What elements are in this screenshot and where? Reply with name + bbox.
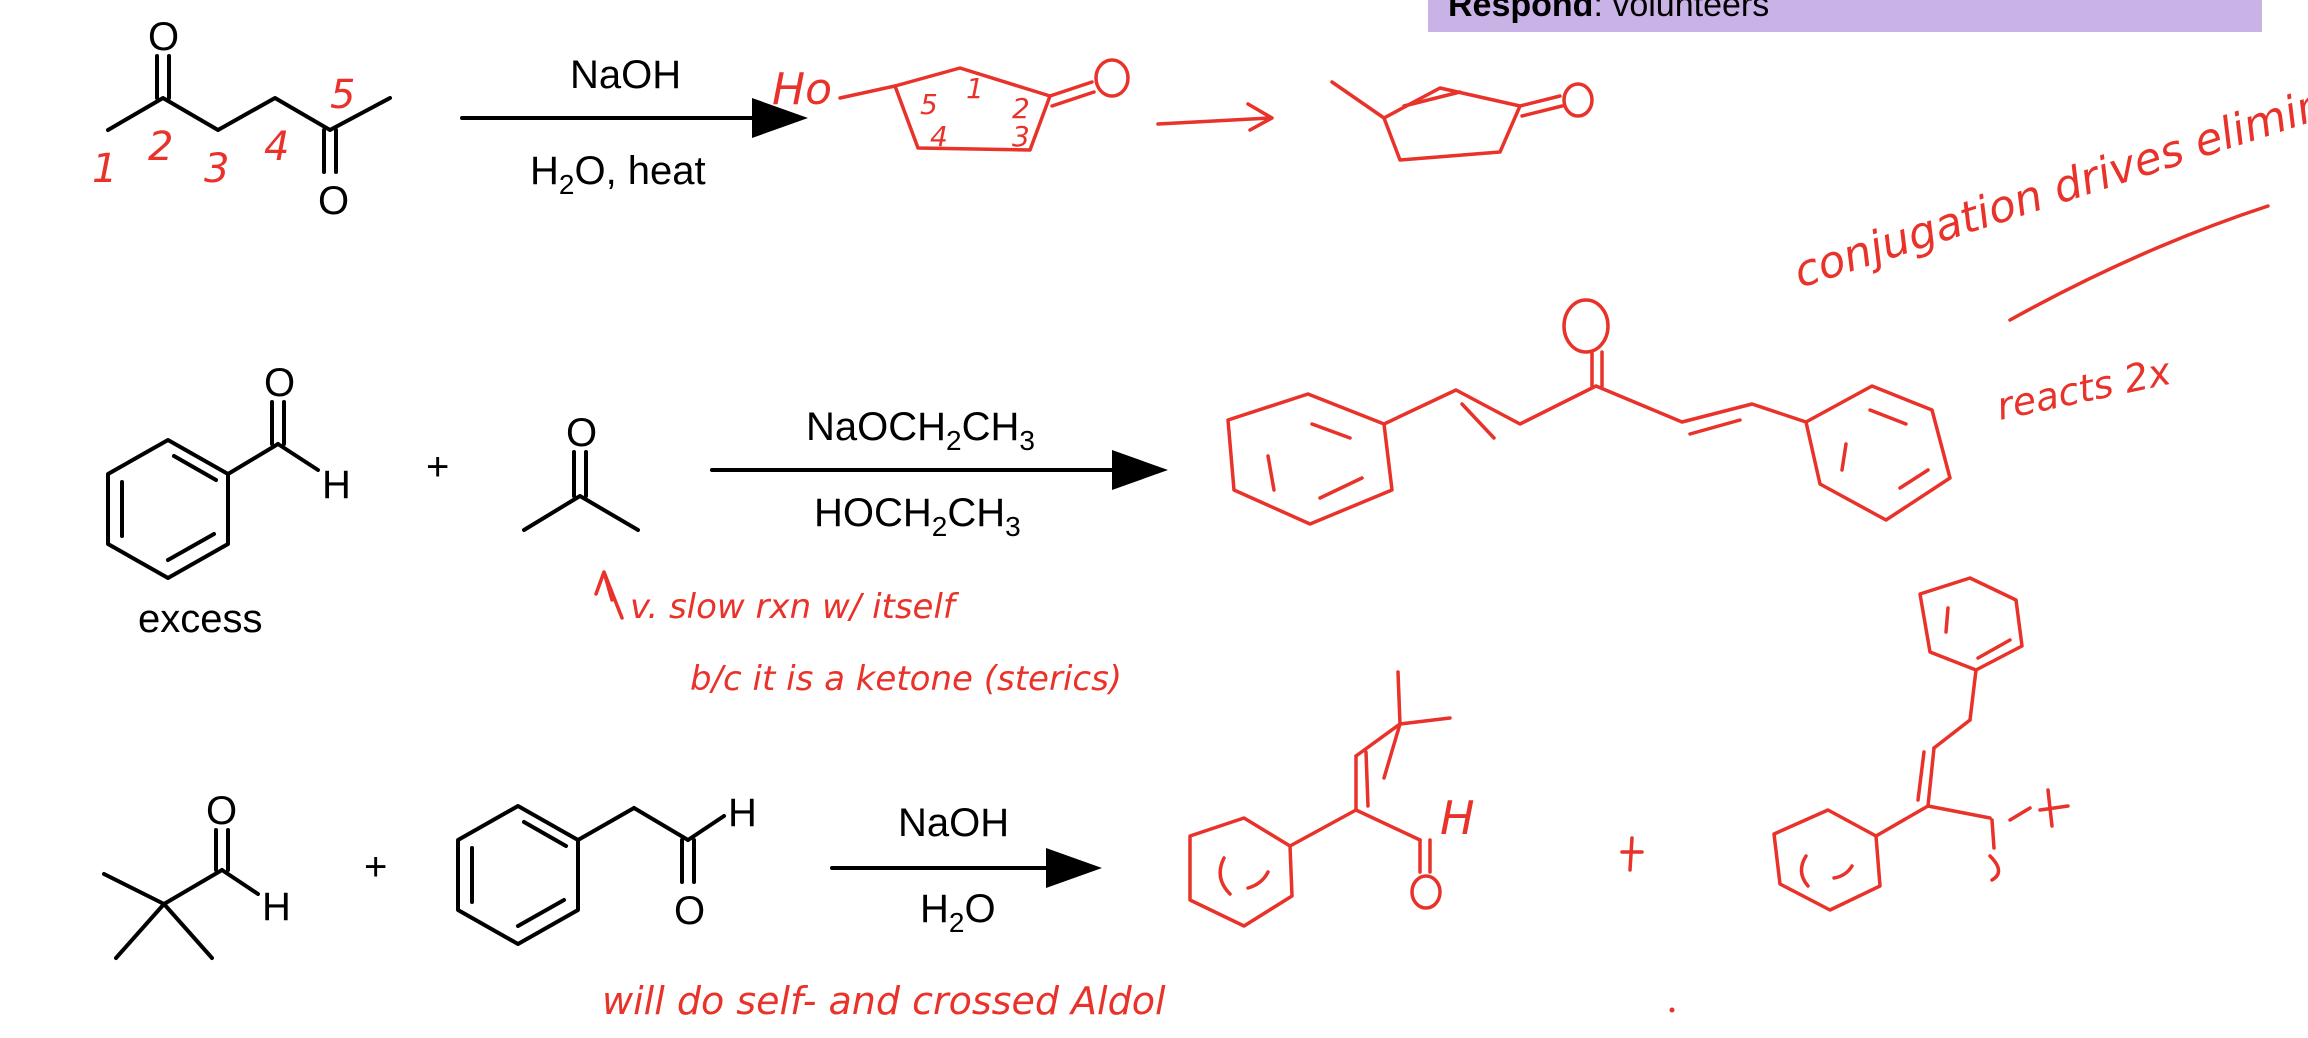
reaction-3: O H + O H NaOH H2O [102, 576, 2070, 1023]
atom-o: O [206, 789, 237, 833]
hand-plus-sign [1620, 836, 1644, 872]
plus-sign: + [364, 845, 387, 889]
conjugation-notes: conjugation drives elimination reacts 2x [1788, 44, 2308, 429]
ring-number: 1 [966, 72, 984, 105]
acetone-structure: O [522, 411, 640, 532]
carbon-number: 5 [330, 72, 355, 118]
respond-label: Respond [1448, 0, 1594, 24]
hydroxyl-label: Ho [772, 64, 832, 115]
ring-number: 3 [1012, 120, 1030, 153]
ring-number: 2 [1012, 92, 1030, 125]
respond-banner: Respond: volunteers [1428, 0, 2262, 32]
note-conjugation: conjugation drives elimination [1788, 44, 2308, 298]
atom-h: H [728, 791, 757, 835]
hand-drawn-self-product [1772, 576, 2070, 912]
plus-sign: + [426, 445, 449, 489]
note-self-crossed-aldol: will do self- and crossed Aldol [602, 979, 1166, 1023]
note-ketone-sterics: b/c it is a ketone (sterics) [690, 659, 1122, 699]
reaction-2: O H excess + O NaOCH2CH3 HOCH2CH3 [106, 298, 1952, 699]
hand-drawn-crossed-product: H [1188, 670, 1475, 928]
atom-o: O [566, 411, 597, 455]
carbon-number: 2 [148, 124, 173, 170]
atom-o: O [148, 15, 179, 59]
respond-value: : volunteers [1593, 0, 1770, 24]
excess-label: excess [138, 597, 263, 641]
note-slow-reaction: v. slow rxn w/ itself [630, 587, 960, 627]
reaction-1: O O 1 2 3 4 5 NaOH H2O, heat Ho 5 1 2 3 … [92, 15, 1594, 223]
carbon-number: 3 [204, 146, 229, 192]
reagent-bottom: HOCH2CH3 [814, 491, 1021, 542]
ring-number: 4 [930, 120, 948, 153]
hand-underline [2008, 204, 2270, 322]
atom-o: O [674, 889, 705, 933]
hexanedione-structure: O O [106, 15, 392, 223]
benzaldehyde-structure: O H excess [106, 361, 351, 641]
ring-number: 5 [920, 88, 938, 121]
carbon-number: 4 [264, 124, 289, 170]
atom-h: H [1440, 791, 1475, 845]
hand-pointer-arrow [594, 570, 624, 620]
carbon-numbering: 1 2 3 4 5 [92, 72, 355, 192]
reagent-top: NaOH [570, 53, 681, 97]
reagent-bottom: H2O [920, 887, 996, 938]
hand-drawn-intermediate: Ho 5 1 2 3 4 [772, 58, 1130, 153]
atom-h: H [322, 463, 351, 507]
phenylacetaldehyde-structure: O H [456, 791, 757, 946]
reagent-top: NaOCH2CH3 [806, 405, 1035, 456]
atom-o: O [318, 179, 349, 223]
hand-drawn-enone [1330, 80, 1594, 162]
pivaldehyde-structure: O H [102, 789, 291, 960]
reagent-top: NaOH [898, 801, 1009, 845]
hand-arrow [1156, 102, 1274, 132]
hand-drawn-dibenzylideneacetone [1226, 298, 1952, 526]
reagent-bottom: H2O, heat [530, 149, 706, 200]
note-reacts-twice: reacts 2x [1993, 349, 2175, 429]
carbon-number: 1 [92, 146, 117, 192]
stray-dot [1669, 1007, 1675, 1013]
atom-h: H [262, 885, 291, 929]
atom-o: O [264, 361, 295, 405]
